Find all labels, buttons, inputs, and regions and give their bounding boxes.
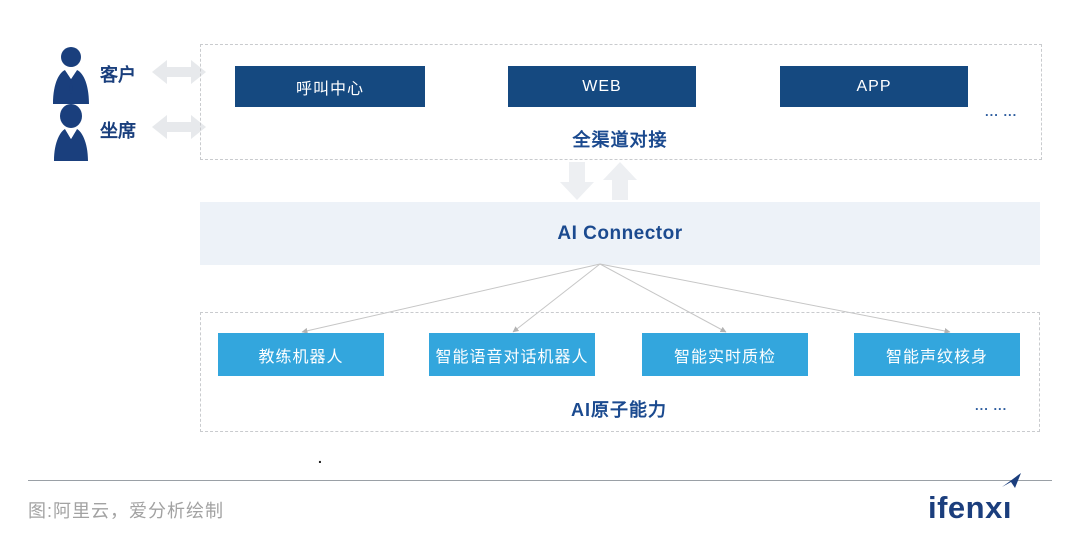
footer-divider [28,480,1052,481]
channel-box-app: APP [780,66,968,107]
bidirectional-arrow-icon [152,60,206,84]
capabilities-more-ellipsis: ... ... [975,398,1008,413]
capabilities-group-box [200,312,1040,432]
ifenxi-logo-last-i: ı [1002,490,1012,525]
channels-caption: 全渠道对接 [572,130,668,150]
channel-box-web: WEB [508,66,696,107]
ai-connector-label: AI Connector [557,222,683,244]
actor-label-agent: 坐席 [100,121,136,141]
ai-connector-band: AI Connector [200,202,1040,265]
actor-label-customer: 客户 [100,65,136,85]
capability-box-realtime-qc: 智能实时质检 [642,333,808,376]
capability-box-voice-dialog-robot: 智能语音对话机器人 [429,333,595,376]
ifenxi-logo: ifenx ı [928,473,1021,526]
logo-arrow-icon [1001,473,1021,488]
channels-more-ellipsis: ... ... [985,104,1018,119]
channel-box-call-center: 呼叫中心 [235,66,425,107]
capability-box-coach-robot: 教练机器人 [218,333,384,376]
agent-icon [54,104,88,161]
down-arrow-icon [560,162,594,200]
channels-group-box [200,44,1042,160]
capabilities-caption: AI原子能力 [571,400,667,420]
connector-fan-lines [301,263,951,334]
customer-icon [53,47,89,104]
capability-box-voiceprint-verify: 智能声纹核身 [854,333,1020,376]
ifenxi-logo-text: ifenx [928,490,1003,525]
stray-dot: . [318,450,322,466]
bidirectional-arrow-icon [152,115,206,139]
footer-source-text: 图:阿里云，爱分析绘制 [28,501,224,521]
up-arrow-icon [603,162,637,200]
